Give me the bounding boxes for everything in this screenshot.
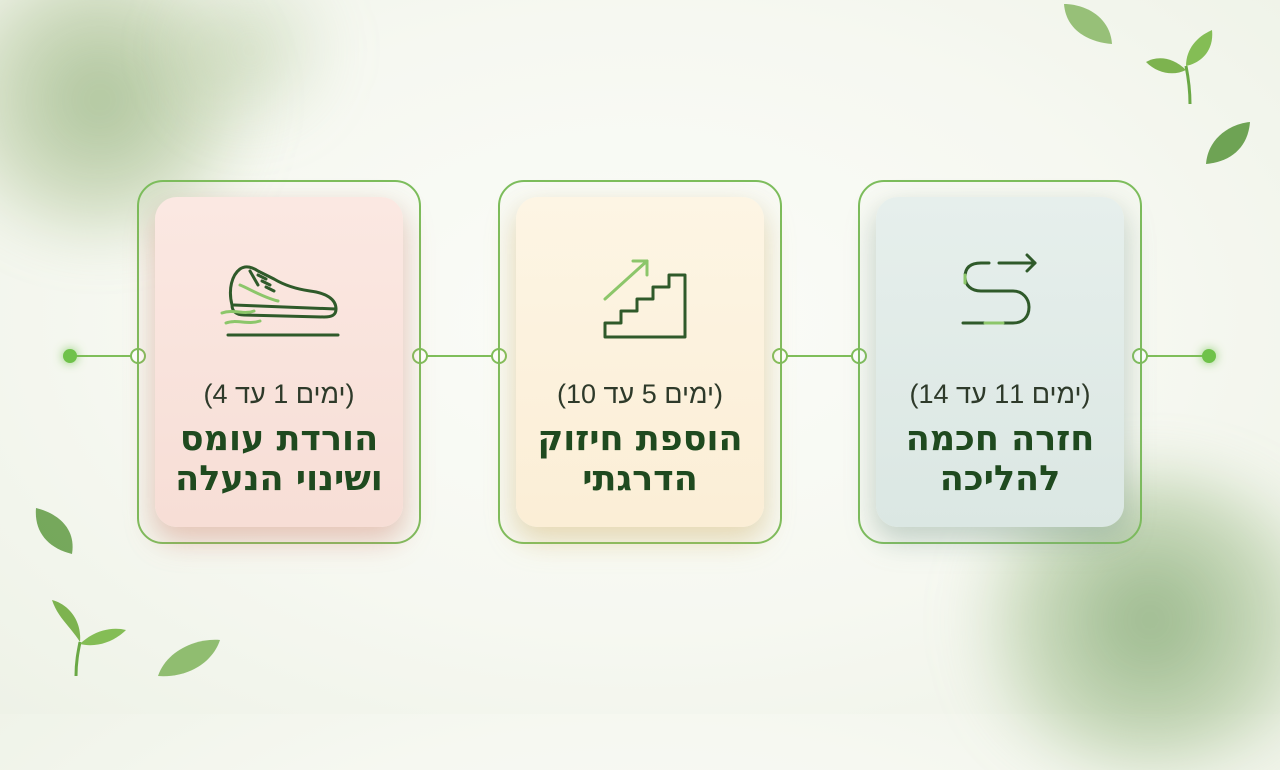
step-3-title-line-2: להליכה — [939, 459, 1061, 499]
step-2-days: (ימים 5 עד 10) — [556, 379, 724, 409]
step-1-title: הורדת עומס ושינוי הנעלה — [155, 419, 403, 499]
step-3-card: (ימים 11 עד 14) חזרה חכמה להליכה — [876, 197, 1124, 527]
sprout-icon — [52, 600, 126, 677]
leaf-icon — [158, 639, 220, 677]
connector-line — [420, 355, 500, 357]
step-1-card: (ימים 1 עד 4) הורדת עומס ושינוי הנעלה — [155, 197, 403, 527]
step-2-card: (ימים 5 עד 10) הוספת חיזוק הדרגתי — [516, 197, 764, 527]
step-3-days: (ימים 11 עד 14) — [909, 379, 1091, 409]
connector-end-dot — [63, 349, 77, 363]
step-1-frame — [137, 180, 421, 544]
step-3-frame — [858, 180, 1142, 544]
blurred-foliage-top-left-2 — [150, 0, 350, 130]
connector-line — [780, 355, 860, 357]
step-1-days: (ימים 1 עד 4) — [203, 379, 355, 409]
leaf-icon — [1064, 4, 1112, 44]
step-3-title: חזרה חכמה להליכה — [876, 419, 1124, 499]
leaf-icon — [1206, 122, 1250, 164]
step-2-frame — [498, 180, 782, 544]
connector-line — [70, 355, 138, 357]
sprout-icon — [1146, 30, 1213, 105]
leaf-icon — [35, 508, 73, 554]
step-2-title-line-1: הוספת חיזוק — [537, 419, 743, 459]
connector-end-dot — [1202, 349, 1216, 363]
step-2-title: הוספת חיזוק הדרגתי — [516, 419, 764, 499]
step-3-title-line-1: חזרה חכמה — [905, 419, 1095, 459]
step-1-title-line-2: ושינוי הנעלה — [175, 459, 383, 499]
curved-path-arrow-icon — [961, 253, 1037, 325]
step-2-title-line-2: הדרגתי — [582, 459, 698, 499]
stairs-arrow-icon — [603, 259, 687, 339]
shoe-icon — [220, 265, 340, 337]
step-1-title-line-1: הורדת עומס — [179, 419, 379, 459]
connector-line — [1140, 355, 1210, 357]
